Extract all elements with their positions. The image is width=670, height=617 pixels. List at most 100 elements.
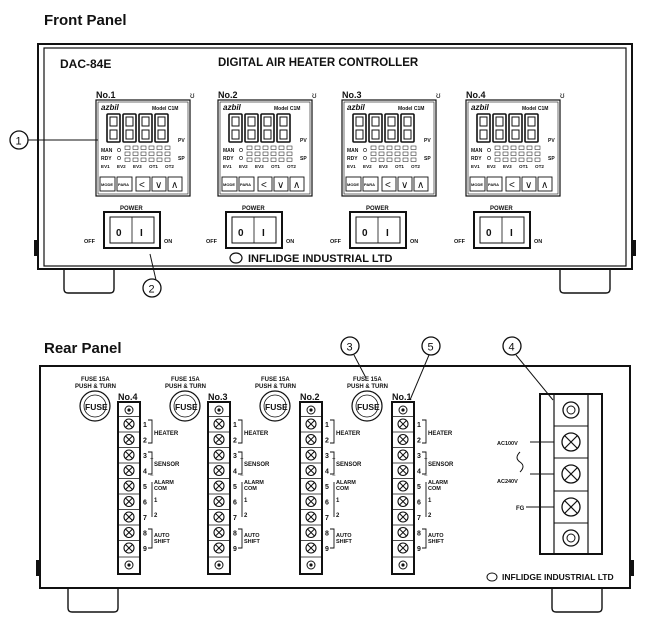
rdy-led bbox=[487, 156, 491, 160]
terminal-number: 1 bbox=[233, 422, 237, 429]
alarm-label: ALARM bbox=[154, 480, 174, 486]
arrow-key-button bbox=[151, 176, 167, 192]
indicator-label: EV3 bbox=[133, 164, 142, 169]
sub-display-segment bbox=[246, 151, 253, 156]
auto-shift-bracket bbox=[422, 528, 427, 549]
man-led bbox=[363, 148, 367, 152]
alarm-2-label: 2 bbox=[244, 513, 248, 519]
digit-segment-top bbox=[355, 116, 364, 127]
screw-cross bbox=[215, 482, 223, 490]
indicator-label: EV2 bbox=[487, 164, 496, 169]
fuse-caption-2: PUSH & TURN bbox=[255, 384, 296, 390]
mount-screw-center bbox=[401, 408, 405, 412]
arrow-key-glyph: ∨ bbox=[155, 180, 162, 191]
pv-label: PV bbox=[424, 138, 431, 144]
sub-display-segment bbox=[140, 145, 147, 150]
screw-cross bbox=[215, 466, 223, 475]
terminal-number: 7 bbox=[325, 515, 329, 522]
callout-3-icon bbox=[340, 336, 360, 356]
front-foot-2 bbox=[559, 269, 611, 294]
sub-display-segment bbox=[378, 157, 385, 162]
sub-display-segment bbox=[370, 151, 377, 156]
terminal-screw-icon bbox=[305, 495, 317, 508]
digit-segment-bottom bbox=[247, 129, 256, 140]
fuse-cap-icon bbox=[83, 394, 107, 418]
terminal-number: 3 bbox=[325, 453, 329, 460]
fuse-caption: FUSE 15A bbox=[81, 377, 110, 383]
sub-display-segment bbox=[148, 157, 155, 162]
digit-segment-top bbox=[125, 116, 134, 127]
callout-3-leader bbox=[353, 354, 367, 379]
digit-segment-bottom bbox=[495, 129, 504, 140]
terminal-number: 9 bbox=[233, 546, 237, 553]
controller-bezel bbox=[219, 101, 311, 195]
off-label: OFF bbox=[206, 239, 218, 245]
callout-2-leader bbox=[149, 253, 157, 281]
digit-frame bbox=[384, 113, 399, 143]
key-para-button bbox=[238, 176, 255, 192]
sub-display-segment bbox=[386, 145, 393, 150]
fuse-label: FUSE bbox=[175, 402, 198, 412]
terminal-screw-icon bbox=[397, 542, 409, 554]
arrow-key-glyph: ∧ bbox=[541, 180, 548, 191]
digit-frame bbox=[244, 113, 259, 143]
sub-display-segment bbox=[394, 145, 401, 150]
sub-display-segment bbox=[510, 151, 517, 156]
rdy-label: RDY bbox=[101, 156, 112, 162]
fuse-caption-2: PUSH & TURN bbox=[75, 384, 116, 390]
power-mount-screw-icon bbox=[562, 529, 580, 547]
controller-bezel bbox=[97, 101, 189, 195]
digit-segment-top bbox=[263, 116, 272, 127]
mount-screw-icon bbox=[124, 560, 134, 570]
fuse-holder-icon bbox=[351, 390, 383, 422]
digit-frame bbox=[352, 113, 367, 143]
indicator-label: EV1 bbox=[347, 164, 356, 169]
digit-segment-top bbox=[527, 116, 536, 127]
indicator-label: OT2 bbox=[165, 164, 174, 169]
terminal-number: 3 bbox=[233, 453, 237, 460]
arrow-key-glyph: ∨ bbox=[401, 180, 408, 191]
terminal-screw-icon bbox=[213, 480, 225, 492]
auto-label: AUTO bbox=[336, 533, 352, 539]
arrow-key-button bbox=[167, 176, 183, 192]
brand-label: azbil bbox=[471, 103, 490, 112]
terminal-number: 3 bbox=[417, 453, 421, 460]
on-label: ON bbox=[286, 239, 294, 245]
power-switch-housing bbox=[349, 211, 407, 249]
sub-display-segment bbox=[510, 145, 517, 150]
terminal-number: 1 bbox=[325, 422, 329, 429]
power-indicator-icon: ʊ bbox=[190, 91, 195, 100]
digit-segment-bottom bbox=[403, 129, 412, 140]
screw-cross bbox=[125, 528, 133, 537]
alarm-1-label: 1 bbox=[336, 498, 340, 504]
terminal-number: 9 bbox=[325, 546, 329, 553]
controller-title: DIGITAL AIR HEATER CONTROLLER bbox=[218, 57, 419, 69]
rear-company-logo-icon bbox=[486, 572, 498, 582]
group-bracket bbox=[330, 451, 335, 475]
screw-cross bbox=[125, 466, 133, 475]
screw-cross bbox=[399, 466, 407, 475]
group-label: SENSOR bbox=[336, 462, 362, 468]
controller-body bbox=[341, 99, 437, 197]
alarm-1-label: 1 bbox=[244, 498, 248, 504]
screw-cross bbox=[399, 420, 407, 428]
shift-label: SHIFT bbox=[336, 539, 353, 545]
arrow-key-glyph: < bbox=[385, 180, 391, 191]
mount-screw-center bbox=[217, 408, 221, 412]
mount-screw-center bbox=[401, 563, 405, 567]
screw-cross bbox=[307, 528, 315, 537]
sub-display-segment bbox=[124, 151, 131, 156]
key-label: MODE bbox=[471, 182, 483, 187]
digit-frame bbox=[228, 113, 243, 143]
key-label: PARA bbox=[364, 182, 375, 187]
arrow-key-button bbox=[521, 176, 537, 192]
indicator-label: EV2 bbox=[363, 164, 372, 169]
screw-cross bbox=[125, 513, 133, 521]
callout-2-icon bbox=[142, 278, 162, 298]
screw-cross bbox=[215, 513, 223, 521]
rear-foot-1 bbox=[67, 588, 119, 613]
terminal-screw-icon bbox=[213, 418, 225, 430]
sub-display-segment bbox=[164, 145, 171, 150]
sub-display-segment bbox=[534, 157, 541, 162]
